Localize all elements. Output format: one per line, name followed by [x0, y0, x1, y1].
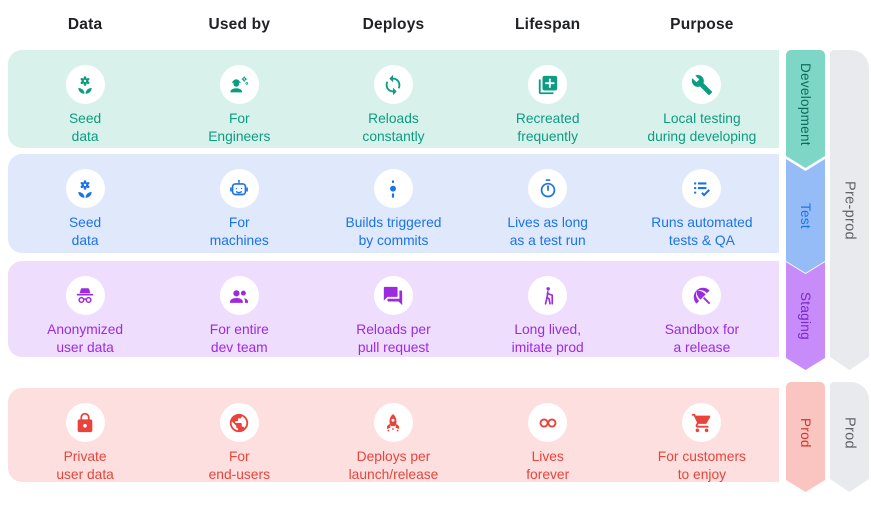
cell-prod-used-by: For end-users [162, 388, 316, 484]
group-ribbon-label: Pre-prod [841, 180, 858, 240]
cell-label: Local testing during developing [647, 111, 757, 144]
lock-icon [65, 403, 105, 442]
cell-label: For end-users [208, 449, 270, 482]
cell-development-data: Seed data [8, 50, 162, 148]
cell-label: Sandbox for a release [664, 322, 740, 355]
checklist-icon [682, 169, 722, 208]
cell-development-deploys: Reloads constantly [316, 50, 470, 148]
cell-label: Seed data [68, 111, 102, 144]
cell-prod-lifespan: Lives forever [471, 388, 625, 484]
seed-icon [65, 65, 105, 104]
env-row-test: Seed data For machines Builds triggered by… [8, 154, 779, 253]
env-row-development: Seed data For Engineers Reloads constantly… [8, 50, 779, 148]
commit-icon [373, 169, 413, 208]
sync-icon [373, 65, 413, 104]
infinity-icon [528, 403, 568, 442]
cell-label: Anonymized user data [47, 322, 124, 355]
column-header-lifespan: Lifespan [515, 16, 581, 33]
library-add-icon [528, 65, 568, 104]
group-ribbon-label: Prod [841, 417, 858, 449]
cell-prod-data: Private user data [8, 388, 162, 484]
cell-label: Builds triggered by commits [345, 215, 442, 248]
ribbon-label: Test [798, 203, 813, 229]
group-ribbon-prod: Prod [830, 382, 869, 492]
cell-staging-lifespan: Long lived, imitate prod [471, 261, 625, 357]
timer-icon [528, 169, 568, 208]
globe-icon [219, 403, 259, 442]
cell-test-lifespan: Lives as long as a test run [471, 154, 625, 253]
incognito-icon [65, 276, 105, 315]
cell-label: For Engineers [208, 111, 271, 144]
cell-test-purpose: Runs automated tests & QA [625, 154, 779, 253]
cell-label: Deploys per launch/release [348, 449, 439, 482]
column-headers: Data Used by Deploys Lifespan Purpose [8, 16, 779, 34]
cell-label: Lives forever [526, 449, 570, 482]
cell-label: Lives as long as a test run [507, 215, 588, 248]
cell-staging-deploys: Reloads per pull request [316, 261, 470, 357]
cell-label: Seed data [68, 215, 102, 248]
cell-staging-purpose: Sandbox for a release [625, 261, 779, 357]
cell-label: For entire dev team [209, 322, 269, 355]
cell-test-data: Seed data [8, 154, 162, 253]
cell-test-used-by: For machines [162, 154, 316, 253]
cell-label: Reloads constantly [362, 111, 425, 144]
cell-label: For customers to enjoy [657, 449, 746, 482]
robot-icon [219, 169, 259, 208]
column-header-deploys: Deploys [362, 16, 425, 33]
cell-development-used-by: For Engineers [162, 50, 316, 148]
column-header-used-by: Used by [208, 16, 271, 33]
column-header-data: Data [67, 16, 103, 33]
group-ribbon-pre-prod: Pre-prod [830, 50, 869, 370]
cell-test-deploys: Builds triggered by commits [316, 154, 470, 253]
umbrella-icon [682, 276, 722, 315]
forum-icon [373, 276, 413, 315]
cell-label: Reloads per pull request [356, 322, 431, 355]
cell-label: Recreated frequently [515, 111, 580, 144]
ribbon-development: Development [786, 50, 825, 168]
cell-prod-deploys: Deploys per launch/release [316, 388, 470, 484]
ribbon-label: Prod [798, 418, 813, 448]
cell-development-purpose: Local testing during developing [625, 50, 779, 148]
engineer-icon [219, 65, 259, 104]
column-header-purpose: Purpose [670, 16, 734, 33]
env-row-prod: Private user data For end-users Deploys pe… [8, 388, 779, 482]
cell-label: Runs automated tests & QA [651, 215, 753, 248]
cell-staging-data: Anonymized user data [8, 261, 162, 357]
ribbon-prod: Prod [786, 382, 825, 492]
ribbon-label: Staging [798, 292, 813, 340]
seed-icon [65, 169, 105, 208]
cell-label: Private user data [56, 449, 114, 482]
elderly-icon [528, 276, 568, 315]
group-icon [219, 276, 259, 315]
env-row-staging: Anonymized user data For entire dev team R… [8, 261, 779, 357]
cell-label: Long lived, imitate prod [511, 322, 584, 355]
rocket-icon [373, 403, 413, 442]
cell-prod-purpose: For customers to enjoy [625, 388, 779, 484]
cell-development-lifespan: Recreated frequently [471, 50, 625, 148]
ribbon-test: Test [786, 159, 825, 273]
cart-icon [682, 403, 722, 442]
wrench-icon [682, 65, 722, 104]
cell-label: For machines [209, 215, 269, 248]
ribbon-label: Development [798, 62, 813, 146]
ribbon-staging: Staging [786, 262, 825, 370]
cell-staging-used-by: For entire dev team [162, 261, 316, 357]
